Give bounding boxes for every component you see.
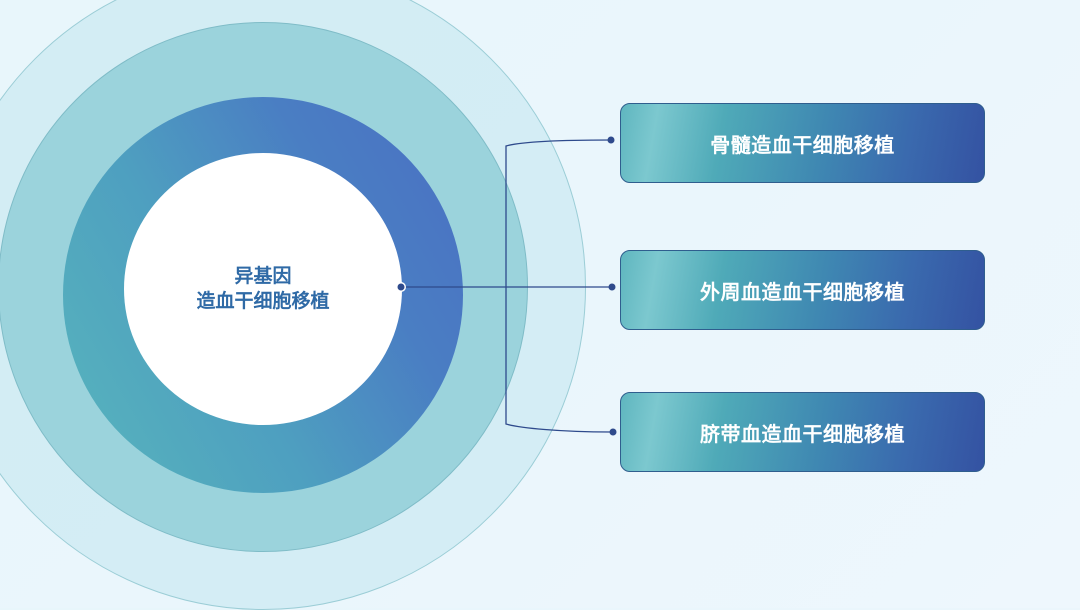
center-dot	[397, 283, 405, 291]
branch-label: 外周血造血干细胞移植	[700, 279, 905, 304]
branch-box-peripheral-blood: 外周血造血干细胞移植	[620, 250, 985, 330]
branch-dot-3	[609, 428, 617, 436]
branch-dot-2	[608, 283, 616, 291]
branch-box-bone-marrow: 骨髓造血干细胞移植	[620, 103, 985, 183]
branch-label: 脐带血造血干细胞移植	[700, 421, 905, 446]
branch-dot-1	[607, 136, 615, 144]
branch-box-cord-blood: 脐带血造血干细胞移植	[620, 392, 985, 472]
connector-bracket	[505, 139, 612, 433]
branch-label: 骨髓造血干细胞移植	[710, 132, 895, 157]
center-title-line2: 造血干细胞移植	[196, 290, 330, 312]
center-circle: 异基因 造血干细胞移植	[124, 153, 402, 425]
center-title-line1: 异基因	[234, 265, 292, 287]
